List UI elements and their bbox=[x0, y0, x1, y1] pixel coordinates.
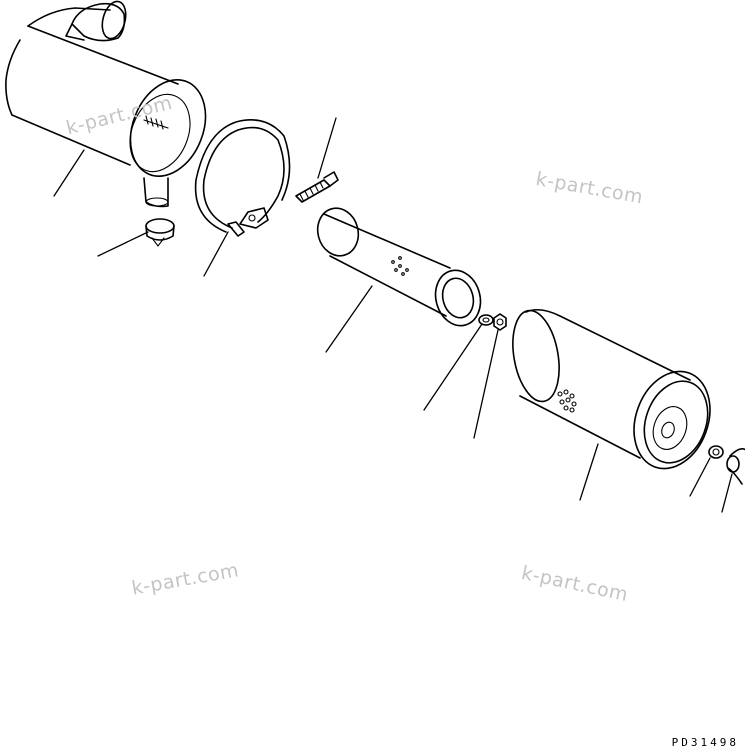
leader-lines bbox=[53, 117, 733, 513]
dust-valve-ring bbox=[145, 218, 175, 247]
nut bbox=[493, 313, 507, 331]
drawing-code: PD31498 bbox=[671, 736, 739, 749]
seal-washer bbox=[708, 445, 724, 459]
outer-element bbox=[512, 308, 711, 470]
mounting-band bbox=[194, 119, 291, 237]
washer bbox=[478, 314, 494, 326]
air-cleaner-body bbox=[5, 0, 207, 208]
inner-element bbox=[316, 207, 482, 327]
band-bolt bbox=[295, 171, 339, 203]
wing-nut bbox=[726, 448, 745, 485]
